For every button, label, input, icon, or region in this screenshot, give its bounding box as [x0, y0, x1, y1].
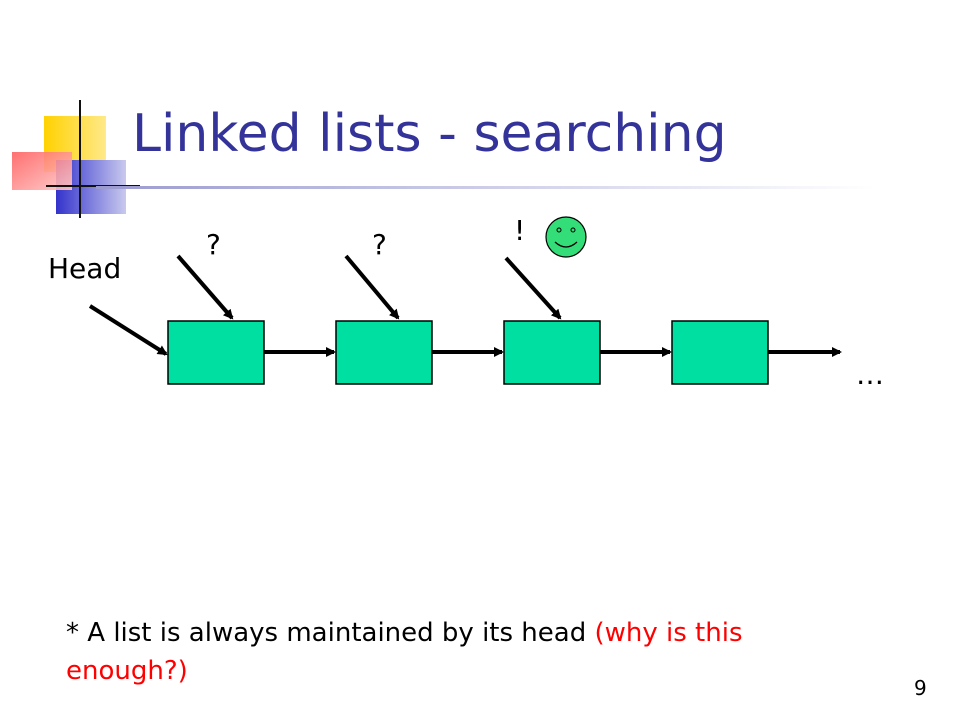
title-underline	[96, 186, 876, 189]
page-number: 9	[914, 676, 927, 700]
head-pointer-arrow	[88, 304, 168, 356]
probe-pointer-2	[344, 254, 400, 320]
probe-pointer-3	[504, 256, 562, 320]
list-node-4	[671, 320, 769, 385]
smiley-face-icon	[545, 216, 587, 258]
list-continues-ellipsis: …	[856, 358, 884, 391]
list-node-2	[335, 320, 433, 385]
footnote-aside: (why is this enough?)	[66, 618, 743, 686]
deco-red-square	[12, 152, 72, 190]
probe-mark-2: ?	[372, 228, 387, 261]
list-node-3	[503, 320, 601, 385]
probe-mark-found: !	[514, 214, 526, 247]
footnote-main: * A list is always maintained by its hea…	[66, 618, 595, 648]
probe-pointer-1	[176, 254, 234, 320]
head-label: Head	[48, 252, 122, 285]
footnote: * A list is always maintained by its hea…	[66, 614, 826, 690]
slide-title: Linked lists - searching	[132, 104, 727, 164]
probe-mark-1: ?	[206, 228, 221, 261]
list-node-1	[167, 320, 265, 385]
